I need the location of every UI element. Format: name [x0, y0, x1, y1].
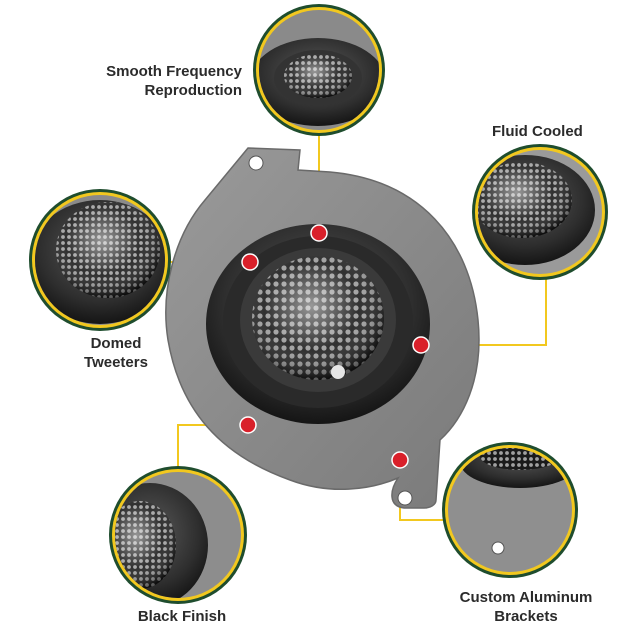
zoom-circle-fluid [472, 144, 608, 280]
callout-custom-brackets: Custom Aluminum Brackets [436, 588, 616, 626]
main-tweeter [206, 224, 430, 424]
callout-text: Brackets [494, 608, 558, 625]
callout-fluid-cooled: Fluid Cooled [492, 122, 632, 141]
callout-text: Custom Aluminum [459, 589, 593, 606]
zoom-circle-custom [442, 442, 578, 578]
callout-dots [239, 224, 430, 469]
callout-text: Domed [90, 335, 142, 352]
zoom-circle-domed [29, 189, 171, 331]
callout-smooth-frequency: Smooth Frequency Reproduction [42, 62, 242, 100]
zoom-circle-smooth [253, 4, 385, 136]
callout-domed-tweeters: Domed Tweeters [56, 334, 176, 372]
callout-text: Black Finish [137, 608, 227, 625]
callout-text: Reproduction [144, 82, 243, 99]
callout-text: Tweeters [84, 354, 148, 371]
callout-black-finish: Black Finish [122, 607, 242, 626]
callout-text: Smooth Frequency [106, 63, 242, 80]
zoom-circle-black [109, 466, 247, 604]
callout-text: Fluid Cooled [492, 123, 583, 140]
